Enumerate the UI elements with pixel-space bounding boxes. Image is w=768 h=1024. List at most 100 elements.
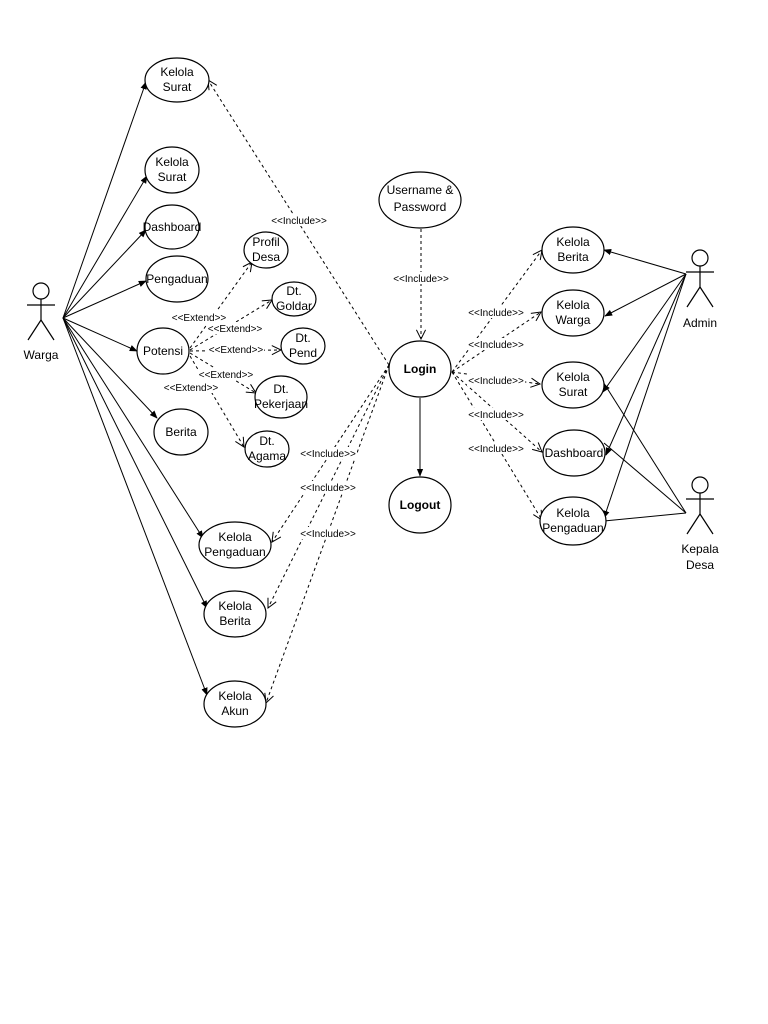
uc-dt-goldar-line1: Dt.	[286, 284, 301, 298]
uc-login-line1: Login	[404, 362, 437, 376]
uc-kelola-akun-line1: Kelola	[218, 689, 252, 703]
uc-kelola-berita-right-line2: Berita	[557, 250, 589, 264]
uc-kelola-akun-line2: Akun	[221, 704, 248, 718]
uc-dt-agama: Dt. Agama	[244, 430, 290, 468]
uc-kelola-surat-top-line1: Kelola	[160, 65, 194, 79]
uc-dt-agama-line2: Agama	[248, 449, 286, 463]
uc-dt-pend: Dt. Pend	[280, 327, 326, 365]
uc-dt-pekerjaan-line2: Pekerjaan	[254, 397, 308, 411]
uc-kelola-pengaduan-left: Kelola Pengaduan	[198, 521, 272, 569]
label-extend-dt-pekerjaan: <<Extend>>	[199, 370, 254, 381]
uc-dt-pekerjaan: Dt. Pekerjaan	[254, 375, 308, 419]
label-extend-profil-desa: <<Extend>>	[172, 313, 227, 324]
edge-labels: <<Include>> <<Include>> <<Include>> <<In…	[163, 214, 525, 540]
assoc-warga-berita	[62, 317, 158, 419]
assoc-admin-kelola-warga	[604, 273, 687, 317]
assoc-warga-pengaduan	[62, 280, 147, 319]
assoc-warga-kelola-pengaduan	[62, 317, 204, 539]
uc-kelola-surat-right-line2: Surat	[559, 385, 588, 399]
uc-kelola-pengaduan-right-line1: Kelola	[556, 506, 590, 520]
label-include-dashboard: <<Include>>	[468, 410, 524, 421]
uc-profil-desa-line2: Desa	[252, 250, 280, 264]
assoc-kepala-kelola-surat	[599, 376, 687, 514]
actor-kepala-label-1: Kepala	[681, 542, 719, 556]
actor-kepala-label-2: Desa	[686, 558, 714, 572]
uc-username-password: Username & Password	[378, 171, 462, 229]
uc-pengaduan-warga-line1: Pengaduan	[146, 272, 207, 286]
uc-kelola-pengaduan-left-line2: Pengaduan	[204, 545, 265, 559]
uc-kelola-berita-right-line1: Kelola	[556, 235, 590, 249]
assoc-warga-kelola-surat	[62, 175, 148, 319]
actor-admin-label: Admin	[683, 316, 717, 330]
actor-warga: Warga	[24, 282, 59, 362]
actor-admin-head	[691, 249, 709, 267]
uc-dashboard-warga: Dashboard	[143, 204, 202, 250]
label-include-kelola-akun: <<Include>>	[300, 529, 356, 540]
uc-logout: Logout	[388, 476, 452, 534]
uc-dt-goldar-line2: Goldar	[276, 299, 312, 313]
uc-kelola-berita-left-line2: Berita	[219, 614, 251, 628]
uc-kelola-berita-left-line1: Kelola	[218, 599, 252, 613]
uc-kelola-berita-right: Kelola Berita	[541, 226, 605, 274]
uc-dt-goldar: Dt. Goldar	[271, 281, 317, 317]
uc-dashboard-warga-line1: Dashboard	[143, 220, 202, 234]
assoc-warga-kelola-akun	[62, 317, 208, 696]
warga-associations	[62, 81, 208, 696]
assoc-warga-kelola-surat-top	[62, 81, 147, 319]
uc-dt-pend-line2: Pend	[289, 346, 317, 360]
uc-kelola-surat-top-line2: Surat	[163, 80, 192, 94]
label-extend-dt-goldar: <<Extend>>	[208, 324, 263, 335]
uc-profil-desa: Profil Desa	[243, 231, 289, 269]
include-login-kelola-berita	[451, 250, 542, 373]
uc-kelola-berita-left: Kelola Berita	[203, 590, 267, 638]
uc-kelola-surat-warga: Kelola Surat	[144, 146, 200, 194]
uc-berita-warga: Berita	[153, 408, 209, 456]
assoc-kepala-dashboard	[603, 442, 687, 514]
uc-username-password-line1: Username &	[387, 183, 454, 197]
uc-kelola-surat-right-line1: Kelola	[556, 370, 590, 384]
kepala-associations	[599, 376, 687, 522]
uc-kelola-surat-warga-line2: Surat	[158, 170, 187, 184]
actor-warga-label: Warga	[24, 348, 59, 362]
label-include-kelola-surat-right: <<Include>>	[468, 376, 524, 387]
uc-kelola-warga: Kelola Warga	[541, 289, 605, 337]
uc-dt-agama-line1: Dt.	[259, 434, 274, 448]
include-login-kelola-pengaduan-left	[272, 364, 390, 542]
label-include-kelola-berita-right: <<Include>>	[468, 308, 524, 319]
assoc-admin-dashboard	[605, 273, 687, 456]
actor-kepala-desa: Kepala Desa	[681, 476, 719, 572]
uc-kelola-surat-warga-line1: Kelola	[155, 155, 189, 169]
uc-potensi: Potensi	[136, 327, 190, 375]
label-include-kelola-warga: <<Include>>	[468, 340, 524, 351]
label-include-kelola-surat: <<Include>>	[271, 216, 327, 227]
uc-dt-pend-line1: Dt.	[295, 331, 310, 345]
uc-kelola-pengaduan-right-line2: Pengaduan	[542, 521, 603, 535]
uc-kelola-akun: Kelola Akun	[203, 680, 267, 728]
label-extend-dt-agama: <<Extend>>	[164, 383, 219, 394]
assoc-kepala-kelola-pengaduan	[603, 512, 687, 522]
uc-kelola-surat-right: Kelola Surat	[541, 361, 605, 409]
uc-kelola-pengaduan-right: Kelola Pengaduan	[539, 496, 607, 546]
uc-dt-pekerjaan-line1: Dt.	[273, 382, 288, 396]
uc-kelola-pengaduan-left-line1: Kelola	[218, 530, 252, 544]
label-include-kelola-berita-left: <<Include>>	[300, 483, 356, 494]
uc-profil-desa-line1: Profil	[252, 235, 279, 249]
actor-warga-head	[32, 282, 50, 300]
actor-admin: Admin	[683, 249, 717, 330]
uc-berita-warga-line1: Berita	[165, 425, 197, 439]
uc-potensi-line1: Potensi	[143, 344, 183, 358]
uc-dashboard-right-line1: Dashboard	[545, 446, 604, 460]
label-include-username: <<Include>>	[393, 274, 449, 285]
assoc-admin-kelola-pengaduan	[603, 273, 687, 519]
admin-associations	[602, 248, 687, 519]
uc-logout-line1: Logout	[400, 498, 441, 512]
assoc-warga-kelola-berita	[62, 317, 208, 609]
uc-kelola-warga-line2: Warga	[556, 313, 591, 327]
uc-kelola-surat-top: Kelola Surat	[144, 57, 210, 103]
label-include-kelola-pengaduan-right: <<Include>>	[468, 444, 524, 455]
actor-kepala-head	[691, 476, 709, 494]
uc-dashboard-right: Dashboard	[542, 429, 606, 477]
assoc-admin-kelola-surat	[602, 273, 687, 393]
